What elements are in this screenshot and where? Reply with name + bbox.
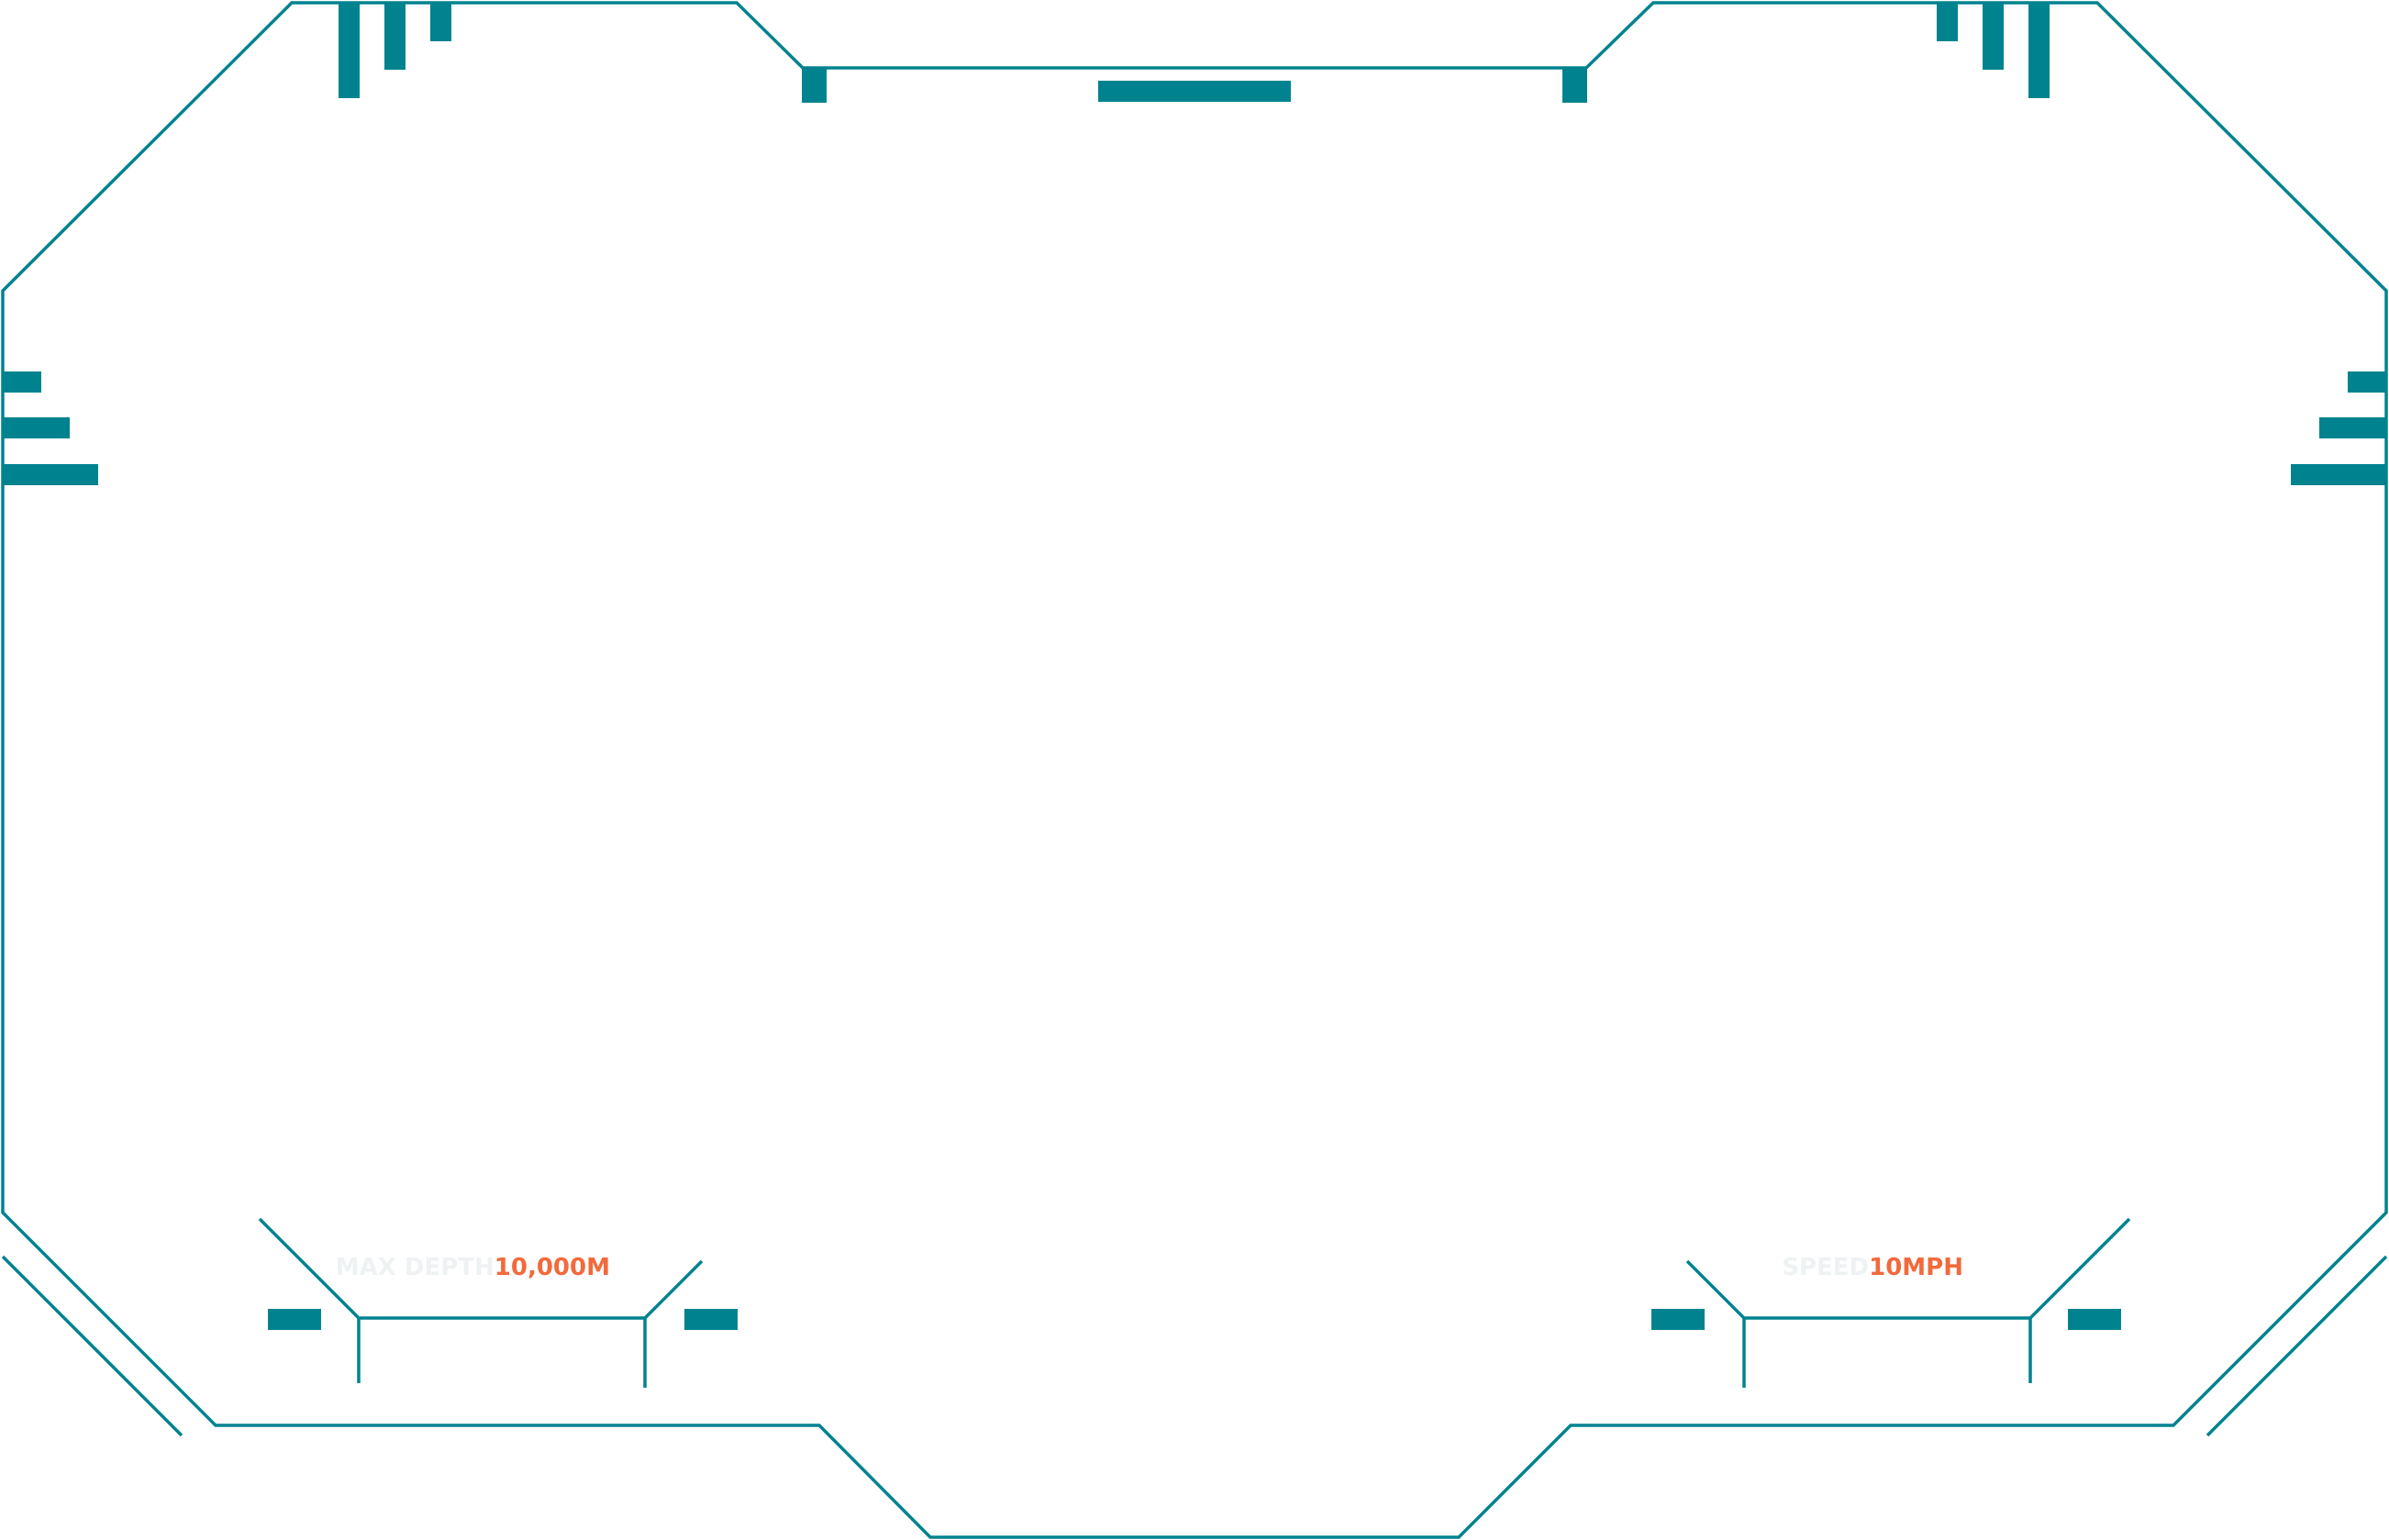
depth-readout: MAX DEPTH10,000M bbox=[336, 1254, 610, 1281]
depth-readout-bracket bbox=[258, 1217, 738, 1388]
tick bbox=[430, 3, 451, 41]
depth-label: MAX DEPTH bbox=[336, 1254, 494, 1281]
bottom-right-diagonal bbox=[2206, 1255, 2388, 1437]
top-left-ticks bbox=[339, 3, 451, 98]
top-right-ticks bbox=[1937, 3, 2050, 98]
bracket-right-arm bbox=[1685, 1217, 2131, 1320]
bracket-block bbox=[268, 1309, 321, 1330]
left-side-ticks bbox=[3, 371, 98, 485]
bracket-block bbox=[2068, 1309, 2121, 1330]
speed-readout-bracket bbox=[1651, 1217, 2131, 1388]
tick bbox=[384, 3, 406, 70]
depth-value: 10,000M bbox=[494, 1254, 610, 1281]
speed-readout: SPEED10MPH bbox=[1782, 1254, 1963, 1281]
tick bbox=[3, 417, 70, 438]
top-center-blocks bbox=[802, 68, 1587, 103]
center-bar bbox=[1098, 81, 1291, 102]
bracket-block bbox=[1651, 1309, 1705, 1330]
tick bbox=[1983, 3, 2004, 70]
tick bbox=[2291, 464, 2386, 485]
notch-left-block bbox=[802, 68, 827, 103]
speed-value: 10MPH bbox=[1869, 1254, 1963, 1281]
tick bbox=[2348, 371, 2386, 393]
tick bbox=[339, 3, 360, 98]
tick bbox=[3, 464, 98, 485]
tick bbox=[2028, 3, 2050, 98]
tick bbox=[2319, 417, 2386, 438]
bottom-left-diagonal bbox=[1, 1255, 183, 1437]
right-side-ticks bbox=[2291, 371, 2386, 485]
speed-label: SPEED bbox=[1782, 1254, 1869, 1281]
tick bbox=[1937, 3, 1958, 41]
bracket-block bbox=[684, 1309, 738, 1330]
notch-right-block bbox=[1562, 68, 1587, 103]
bracket-left-arm bbox=[258, 1217, 704, 1320]
tick bbox=[3, 371, 41, 393]
